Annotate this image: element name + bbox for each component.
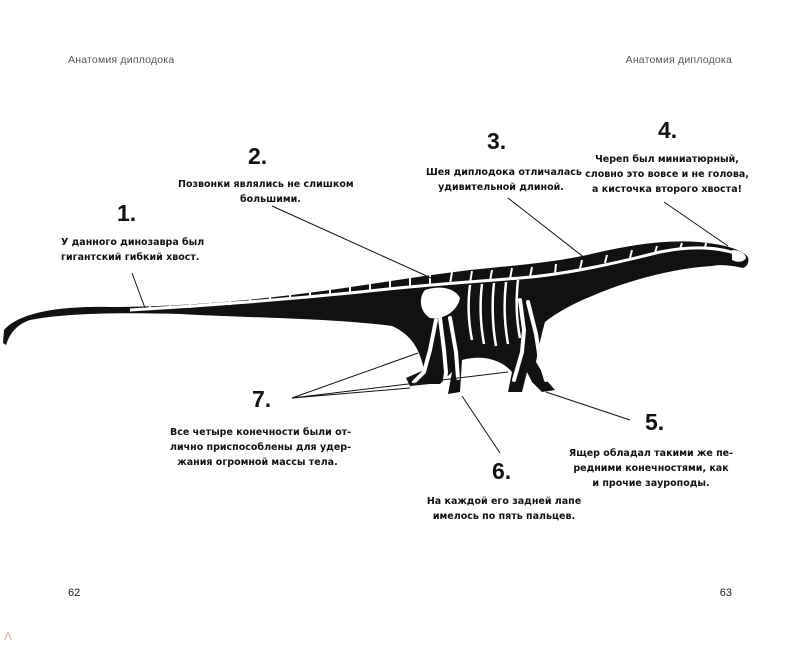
caption-line: словно это вовсе и не голова,: [585, 169, 749, 180]
annotation-caption-4: Череп был миниатюрный, словно это вовсе …: [582, 152, 752, 197]
caption-line: Все четыре конечности были от-: [170, 427, 352, 438]
leader-line-5: [545, 391, 631, 421]
caption-line: удивительной длиной.: [438, 182, 564, 193]
skull: [732, 250, 746, 262]
leader-line-7c: [291, 371, 509, 399]
caption-line: а кисточка второго хвоста!: [592, 184, 742, 195]
caption-line: большими.: [240, 194, 301, 205]
annotation-number-7: 7.: [252, 386, 272, 412]
leader-line-7a: [291, 352, 419, 399]
leader-line-2: [271, 205, 441, 283]
annotation-caption-2: Позвонки являлись не слишком большими.: [178, 177, 354, 207]
leader-lines: [131, 197, 729, 454]
caption-line: Ящер обладал такими же пе-: [568, 448, 734, 459]
annotation-caption-5: Ящер обладал такими же пе- редними конеч…: [566, 446, 736, 491]
annotation-number-1: 1.: [117, 200, 137, 226]
neural-spines: [149, 242, 707, 310]
leader-line-7b: [291, 387, 411, 399]
dinosaur-silhouette: [3, 241, 749, 394]
caption-line: лично приспособлены для удер-: [170, 442, 352, 453]
leader-line-6: [461, 395, 501, 454]
caption-line: У данного динозавра был: [61, 237, 205, 248]
annotation-number-3: 3.: [487, 128, 507, 154]
leader-line-1: [131, 272, 146, 309]
running-head-left: Анатомия диплодока: [68, 54, 175, 66]
running-head-right: Анатомия диплодока: [625, 54, 732, 66]
caption-line: жания огромной массы тела.: [177, 457, 338, 468]
annotation-number-5: 5.: [645, 409, 665, 435]
annotation-caption-3: Шея диплодока отличалась удивительной дл…: [426, 165, 582, 195]
fore-limb-bones: [512, 298, 548, 382]
caption-line: и прочие зауроподы.: [592, 478, 710, 489]
pelvis: [420, 287, 460, 319]
caption-line: Позвонки являлись не слишком: [178, 179, 354, 190]
caption-line: гигантский гибкий хвост.: [61, 252, 200, 263]
annotation-number-4: 4.: [658, 117, 678, 143]
annotation-number-6: 6.: [492, 458, 512, 484]
caption-line: имелось по пять пальцев.: [432, 511, 576, 522]
caption-line: Череп был миниатюрный,: [595, 154, 739, 165]
page-number-left: 62: [68, 587, 81, 599]
caption-line: редними конечностями, как: [573, 463, 729, 474]
leader-line-3: [507, 197, 591, 263]
annotation-caption-6: На каждой его задней лапе имелось по пят…: [424, 494, 584, 524]
annotation-number-2: 2.: [248, 143, 268, 169]
caption-line: На каждой его задней лапе: [426, 496, 582, 507]
ribcage: [467, 279, 522, 347]
leader-line-4: [663, 201, 729, 247]
corner-watermark-mark: [4, 631, 12, 641]
annotation-caption-7: Все четыре конечности были от- лично при…: [170, 425, 352, 470]
caption-line: Шея диплодока отличалась: [426, 167, 582, 178]
annotation-caption-1: У данного динозавра был гигантский гибки…: [61, 235, 204, 265]
page-number-right: 63: [719, 587, 732, 599]
